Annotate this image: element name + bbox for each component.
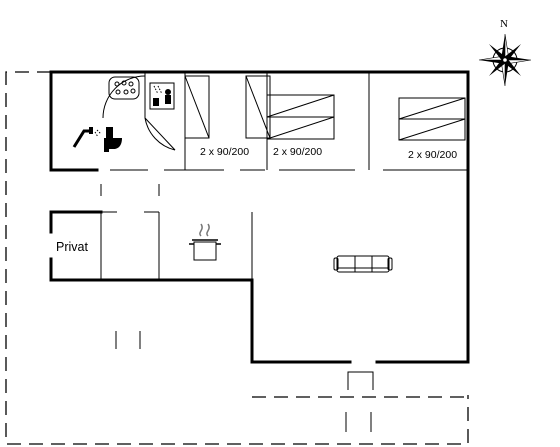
compass-north-label: N — [500, 18, 508, 30]
bed-label: 2 x 90/200 — [200, 146, 249, 158]
bed-icon — [398, 97, 466, 141]
walls — [49, 70, 470, 364]
bed-label: 2 x 90/200 — [408, 149, 457, 161]
bed-icon — [184, 75, 210, 139]
bed-icon — [266, 94, 335, 140]
bed-label: 2 x 90/200 — [273, 146, 322, 158]
shower-icon — [72, 127, 102, 148]
room-label-private: Privat — [56, 240, 88, 254]
cooking-pot-icon — [189, 223, 221, 261]
partitions — [100, 72, 468, 280]
terrace-posts — [115, 331, 372, 432]
sauna-icon — [149, 82, 175, 110]
toilet-icon — [104, 127, 122, 152]
entrance-step — [347, 371, 374, 390]
whirlpool-icon — [108, 76, 140, 100]
compass: N — [478, 18, 532, 87]
sofa-icon — [333, 255, 393, 273]
compass-rose-icon — [478, 33, 532, 87]
bed-icon — [245, 75, 271, 139]
terrace-outline — [5, 71, 469, 445]
